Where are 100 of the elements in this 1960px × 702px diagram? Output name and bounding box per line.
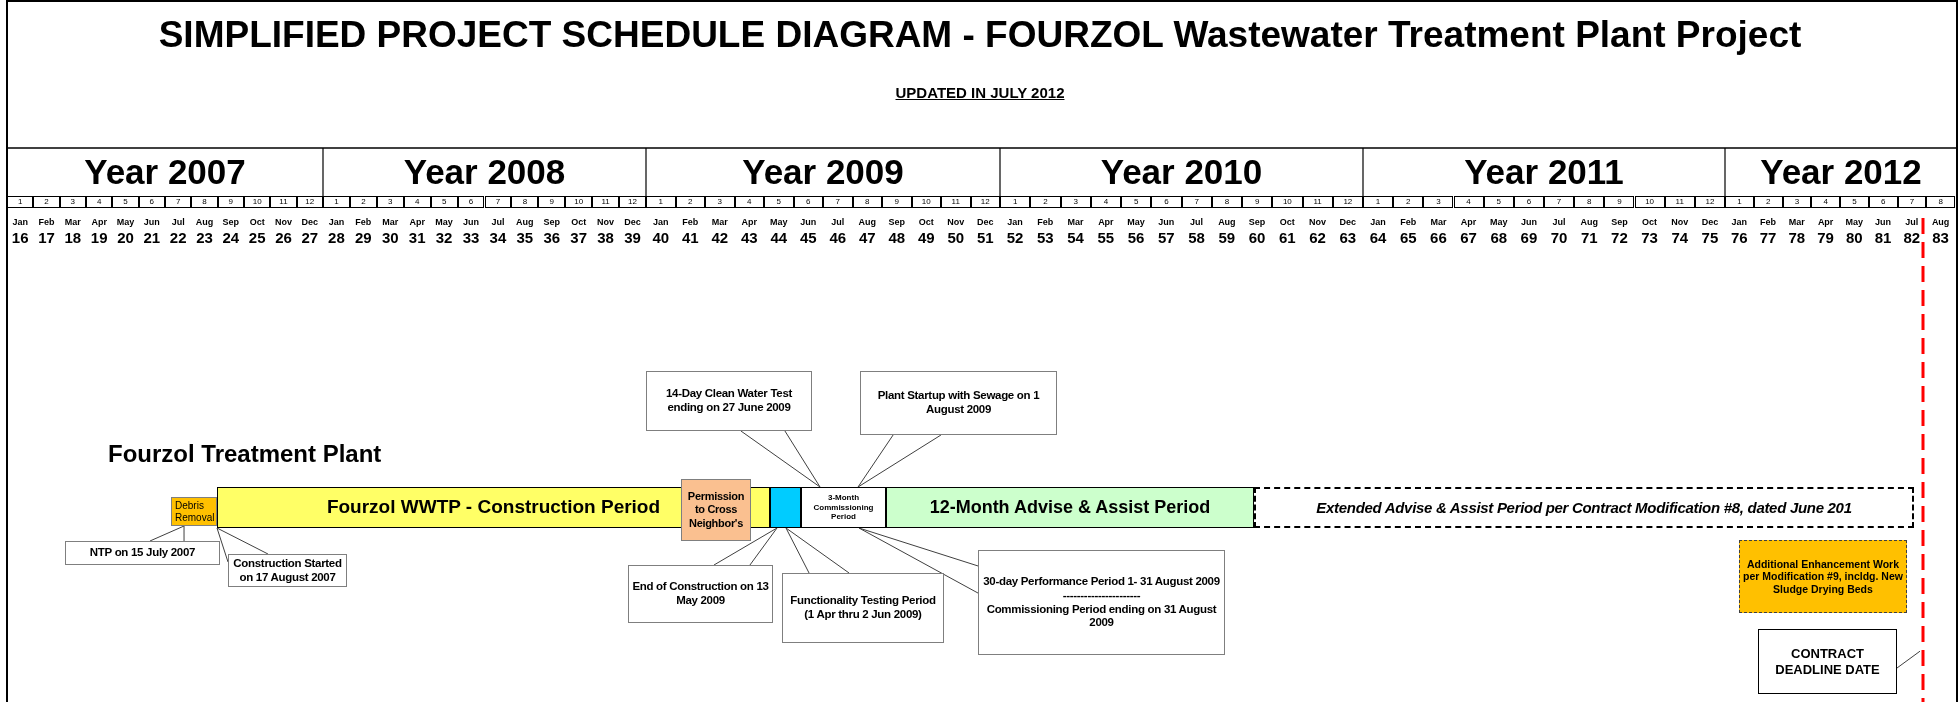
- month-number: 81: [1873, 229, 1893, 246]
- callout-box: [628, 565, 773, 623]
- callout-box: [646, 371, 812, 431]
- callout-text: ----------------------: [1062, 588, 1141, 603]
- month-number: 57: [1157, 229, 1176, 246]
- month-index-cell: 12: [1694, 196, 1725, 208]
- month-number: 64: [1368, 229, 1388, 246]
- bar-label: Permission to Cross Neighbor's: [686, 490, 746, 530]
- month-index-cell: 3: [1060, 196, 1091, 208]
- callout-box: [978, 550, 1225, 655]
- month-name: Jul: [490, 217, 506, 227]
- month-index-cell: 7: [823, 196, 853, 208]
- month-name: Nov: [1670, 217, 1690, 227]
- month-name: Jun: [142, 217, 161, 227]
- month-name: Feb: [37, 217, 56, 227]
- month-index-cell: 11: [1664, 196, 1695, 208]
- bar-label: 3-Month Commissioning Period: [812, 493, 875, 522]
- month-number: 68: [1489, 229, 1509, 246]
- month-index-cell: 10: [1634, 196, 1665, 208]
- month-name: Jan: [11, 217, 29, 227]
- month-number: 79: [1816, 229, 1835, 246]
- month-index-cell: 12: [970, 196, 1000, 208]
- month-name: Mar: [381, 217, 400, 227]
- task-bar: [1739, 540, 1907, 613]
- month-name: Jul: [1189, 217, 1205, 227]
- month-index-cell: 1: [7, 196, 34, 208]
- month-number: 66: [1429, 229, 1448, 246]
- month-number: 38: [596, 229, 615, 246]
- month-number: 28: [327, 229, 346, 246]
- month-name: Oct: [917, 217, 935, 227]
- month-index-cell: 2: [33, 196, 60, 208]
- bar-label: 12-Month Advise & Assist Period: [929, 496, 1211, 519]
- diagram-title: SIMPLIFIED PROJECT SCHEDULE DIAGRAM - FOURZOL Wastewater Treatment Plant Project: [157, 14, 1803, 56]
- month-index-cell: 1: [646, 196, 676, 208]
- callout-pointer: [216, 527, 269, 563]
- month-number: 60: [1247, 229, 1267, 246]
- month-index-cell: 3: [705, 196, 735, 208]
- month-name: Aug: [515, 217, 535, 227]
- year-heading: Year 2009: [741, 152, 905, 192]
- month-name: Apr: [740, 217, 758, 227]
- month-index-cell: 6: [1151, 196, 1182, 208]
- month-number: 37: [569, 229, 589, 246]
- month-name: Jun: [799, 217, 818, 227]
- month-number: 43: [739, 229, 759, 246]
- month-name: Feb: [354, 217, 373, 227]
- bar-label: Fourzol WWTP - Construction Period: [326, 496, 661, 519]
- month-number: 54: [1066, 229, 1085, 246]
- month-name: Jul: [1904, 217, 1920, 227]
- deadline-callout: [1758, 629, 1897, 694]
- month-number: 41: [680, 229, 700, 246]
- month-number: 49: [916, 229, 936, 246]
- month-name: Jan: [1730, 217, 1749, 227]
- month-name: Oct: [1278, 217, 1296, 227]
- month-name: Aug: [1579, 217, 1599, 227]
- month-index-cell: 2: [349, 196, 377, 208]
- month-name: Mar: [1787, 217, 1806, 227]
- month-number: 82: [1902, 229, 1922, 246]
- bar-label: Extended Advise & Assist Period per Contract Modification #8, dated June 201: [1316, 498, 1852, 517]
- month-index-cell: 5: [1840, 196, 1869, 208]
- month-index-cell: 6: [793, 196, 823, 208]
- month-number: 63: [1338, 229, 1358, 246]
- month-name: Mar: [1066, 217, 1085, 227]
- month-number: 48: [887, 229, 907, 246]
- month-number: 70: [1549, 229, 1569, 246]
- month-name: Jan: [652, 217, 670, 227]
- month-index-cell: 12: [296, 196, 323, 208]
- month-index-cell: 4: [1811, 196, 1840, 208]
- task-bar: [1254, 487, 1914, 528]
- month-index-cell: 8: [852, 196, 882, 208]
- month-number: 77: [1758, 229, 1778, 246]
- month-number: 67: [1459, 229, 1478, 246]
- callout-pointer: [857, 434, 942, 488]
- month-name: Aug: [1217, 217, 1237, 227]
- month-index-cell: 8: [1211, 196, 1242, 208]
- task-bar: [770, 487, 801, 528]
- month-name: Jul: [830, 217, 846, 227]
- month-number: 65: [1398, 229, 1418, 246]
- month-index-cell: 12: [619, 196, 646, 208]
- month-number: 76: [1730, 229, 1749, 246]
- callout-pointer: [149, 525, 185, 542]
- callout-text: End of Construction on 13 May 2009: [632, 580, 769, 608]
- month-number: 18: [63, 229, 83, 246]
- month-number: 20: [116, 229, 135, 246]
- month-index-cell: 9: [1242, 196, 1273, 208]
- month-name: May: [115, 217, 136, 227]
- month-name: May: [1844, 217, 1865, 227]
- year-heading: Year 2011: [1463, 152, 1625, 192]
- month-number: 32: [434, 229, 454, 246]
- month-index-cell: 3: [59, 196, 86, 208]
- year-heading: Year 2007: [83, 152, 247, 192]
- month-name: Jan: [1006, 217, 1024, 227]
- month-name: Dec: [623, 217, 642, 227]
- month-number: 24: [221, 229, 241, 246]
- month-name: Jun: [1519, 217, 1538, 227]
- month-index-cell: 10: [911, 196, 941, 208]
- callout-text: 30-day Performance Period 1- 31 August 2009: [983, 574, 1220, 589]
- leader-line: [1896, 650, 1921, 669]
- month-number: 58: [1187, 229, 1206, 246]
- month-name: Nov: [596, 217, 616, 227]
- update-note: UPDATED IN JULY 2012: [894, 84, 1066, 101]
